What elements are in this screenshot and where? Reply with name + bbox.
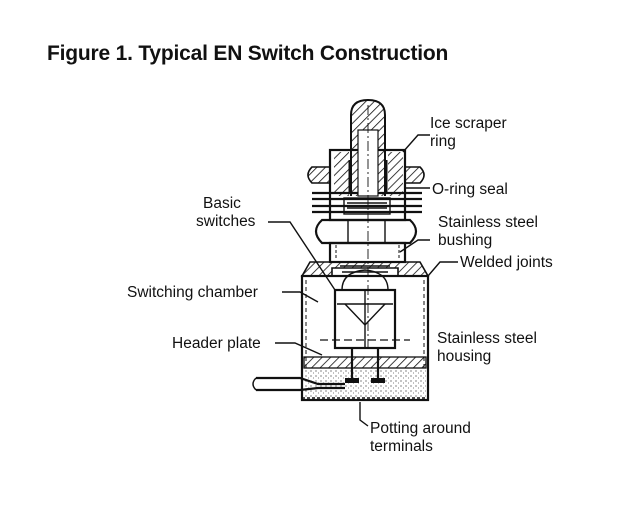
header-plate (303, 356, 427, 369)
label-ice-scraper: Ice scraper (430, 115, 507, 132)
label-header-plate: Header plate (172, 335, 261, 352)
label-housing: Stainless steel (437, 330, 537, 347)
label-welded-joints: Welded joints (460, 254, 553, 271)
switch-drawing (252, 98, 430, 402)
figure-title: Figure 1. Typical EN Switch Construction (47, 42, 449, 65)
label-basic-switches: Basic (203, 195, 241, 212)
cable (256, 376, 345, 392)
label-switching-chamber: Switching chamber (127, 284, 258, 301)
label-potting-2: terminals (370, 438, 433, 455)
label-bushing-2: bushing (438, 232, 492, 249)
label-potting: Potting around (370, 420, 471, 437)
label-ice-scraper-2: ring (430, 133, 456, 150)
label-housing-2: housing (437, 348, 491, 365)
label-basic-switches-2: switches (196, 213, 256, 230)
hex-nut (314, 218, 418, 245)
housing (300, 274, 430, 402)
label-oring-seal: O-ring seal (432, 181, 508, 198)
leader-lines (268, 134, 458, 427)
labels: Ice scraper ring O-ring seal Stainless s… (127, 115, 553, 455)
label-bushing: Stainless steel (438, 214, 538, 231)
